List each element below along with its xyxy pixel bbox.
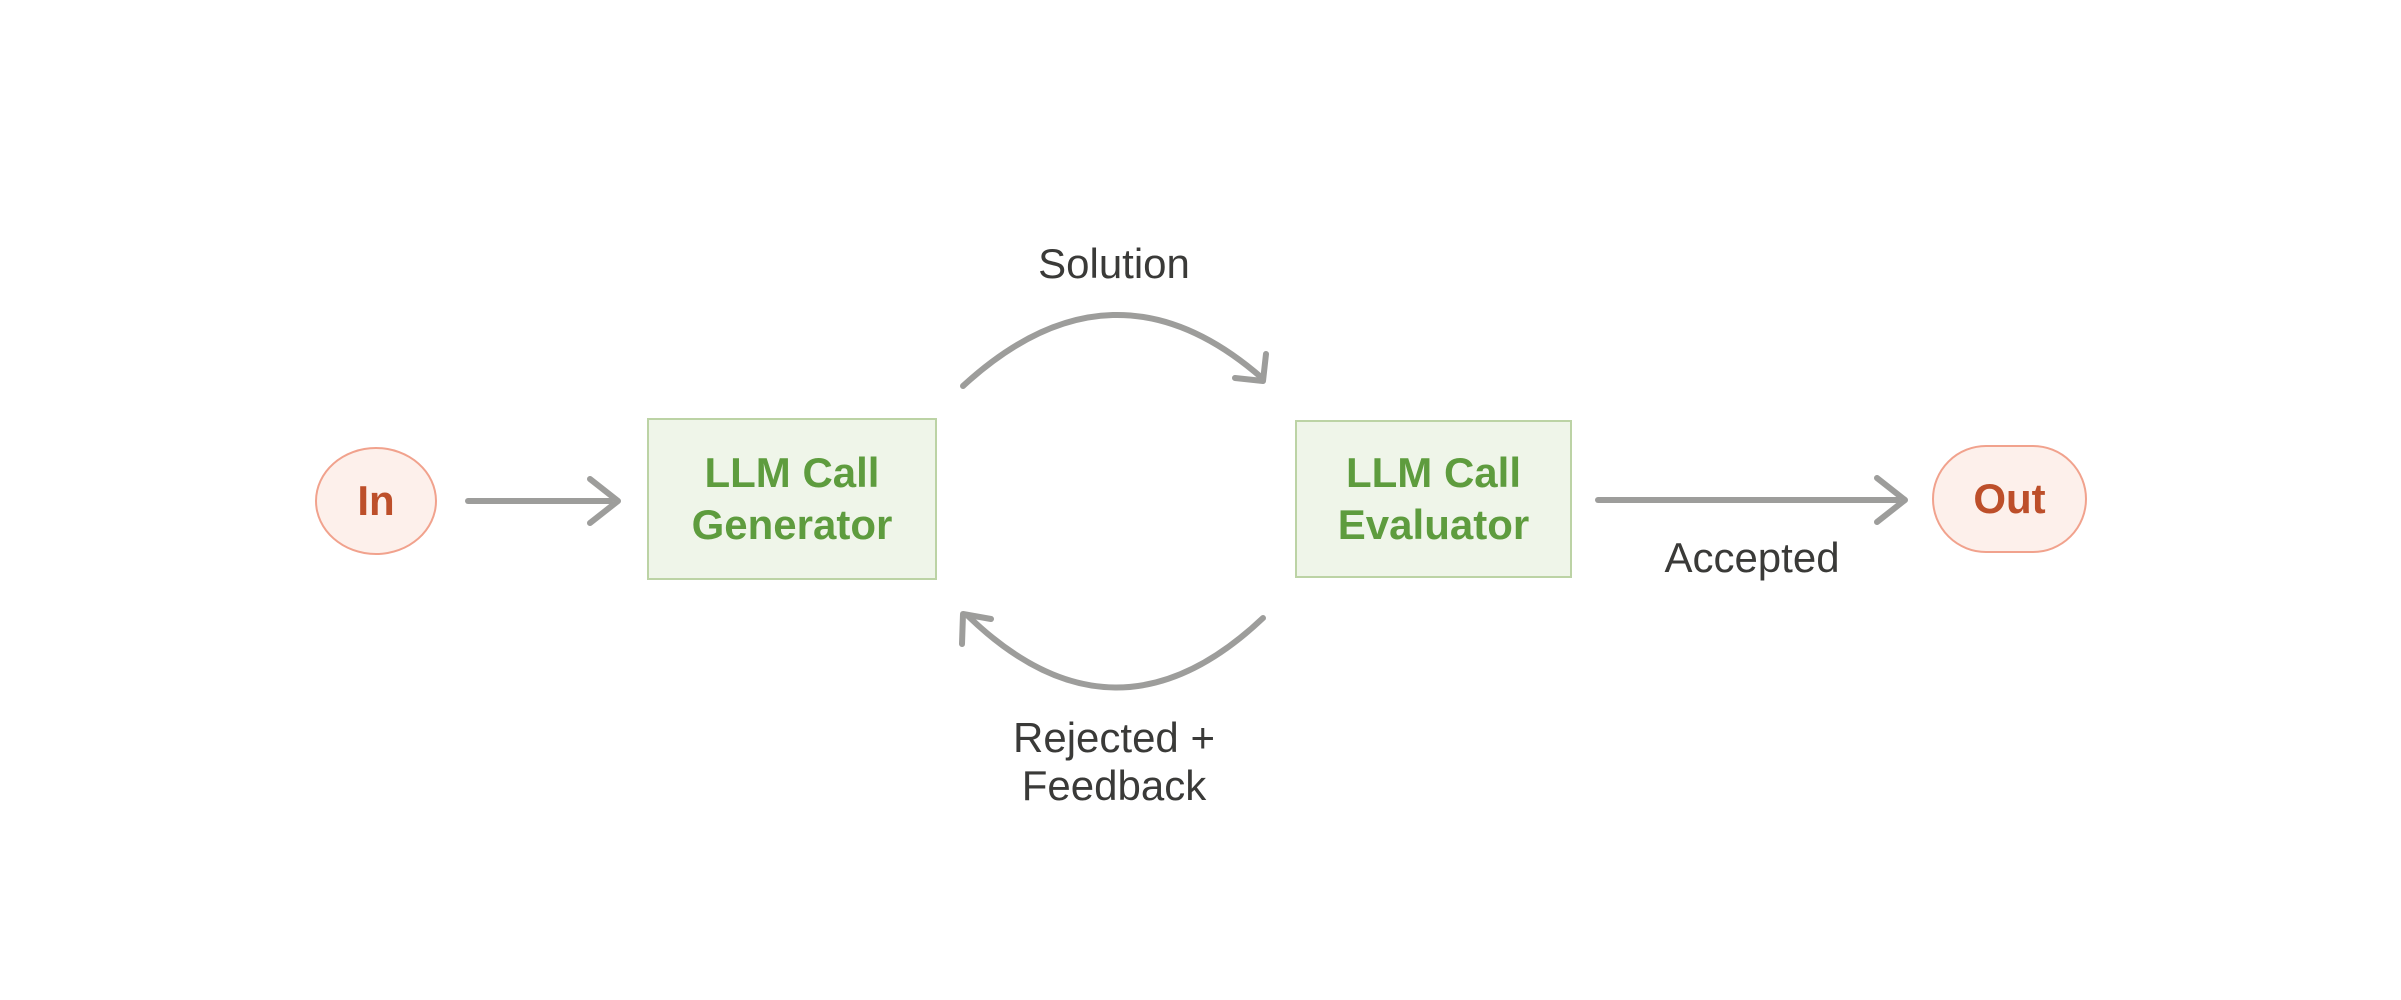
- node-evaluator-label: LLM Call Evaluator: [1338, 447, 1529, 551]
- arrow-evaluator-to-out: [1595, 475, 1908, 525]
- evaluator-label-line1: LLM Call: [1346, 449, 1521, 496]
- edge-label-solution: Solution: [1038, 240, 1190, 287]
- rejected-label-line2: Feedback: [1021, 762, 1207, 809]
- rejected-label-line1: Rejected +: [1013, 714, 1215, 761]
- node-llm-call-generator: LLM Call Generator: [647, 418, 937, 580]
- node-out-label: Out: [1973, 475, 2046, 522]
- node-in-label: In: [357, 477, 395, 524]
- generator-label-line1: LLM Call: [704, 449, 880, 496]
- arrow-in-to-generator: [465, 476, 621, 526]
- node-generator-label: LLM Call Generator: [692, 447, 893, 551]
- node-in: In: [315, 447, 437, 555]
- evaluator-label-line2: Evaluator: [1337, 501, 1530, 548]
- edge-label-accepted: Accepted: [1664, 534, 1840, 581]
- arrow-solution-arc: [960, 312, 1269, 389]
- arrow-rejected-arc: [959, 611, 1266, 691]
- generator-label-line2: Generator: [691, 501, 893, 548]
- node-out: Out: [1932, 445, 2087, 553]
- edge-label-rejected-feedback: Rejected + Feedback: [1013, 714, 1215, 810]
- node-llm-call-evaluator: LLM Call Evaluator: [1295, 420, 1572, 578]
